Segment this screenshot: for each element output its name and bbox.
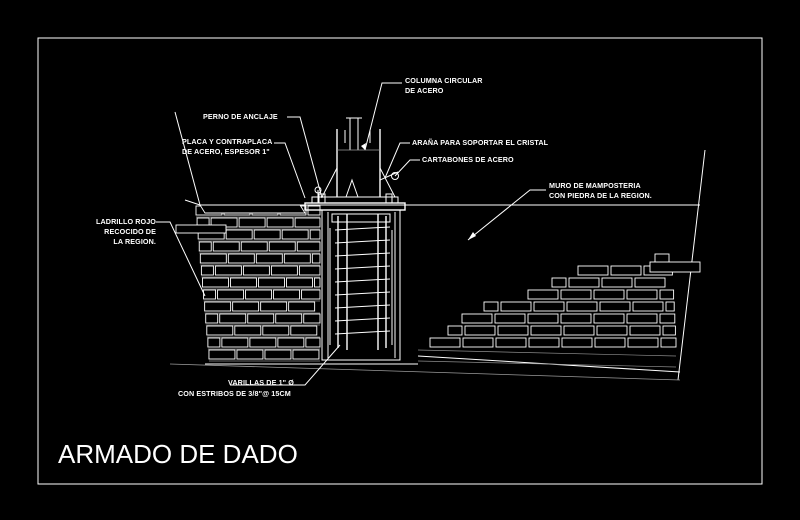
label-column-line2: DE ACERO (405, 86, 444, 95)
label-rebar-line2: CON ESTRIBOS DE 3/8"@ 15CM (178, 389, 291, 398)
label-plate-line1: PLACA Y CONTRAPLACA (182, 137, 272, 146)
left-brick-pier (175, 204, 321, 362)
drawing-title: ARMADO DE DADO (58, 439, 298, 469)
label-plate-line2: DE ACERO, ESPESOR 1" (182, 147, 270, 156)
label-red-brick-line3: LA REGION. (113, 237, 156, 246)
drawing-frame (37, 37, 763, 485)
label-masonry-wall-line1: MURO DE MAMPOSTERIA (549, 181, 641, 190)
label-rebar-line1: VARILLAS DE 1" Ø (228, 378, 294, 387)
label-column-line1: COLUMNA CIRCULAR (405, 76, 483, 85)
label-red-brick-line1: LADRILLO ROJO (96, 217, 156, 226)
callout-labels: COLUMNA CIRCULAR DE ACERO PERNO DE ANCLA… (96, 76, 652, 398)
steel-column-base (304, 117, 406, 211)
label-anchor-bolt: PERNO DE ANCLAJE (203, 112, 278, 121)
label-masonry-wall-line2: CON PIEDRA DE LA REGION. (549, 191, 652, 200)
label-spider: ARAÑA PARA SOPORTAR EL CRISTAL (412, 138, 549, 147)
label-red-brick-line2: RECOCIDO DE (104, 227, 156, 236)
masonry-wall-bricks (417, 253, 701, 368)
leader-lines (156, 82, 546, 386)
dado-rebar-cage (321, 209, 401, 361)
label-gussets: CARTABONES DE ACERO (422, 155, 514, 164)
